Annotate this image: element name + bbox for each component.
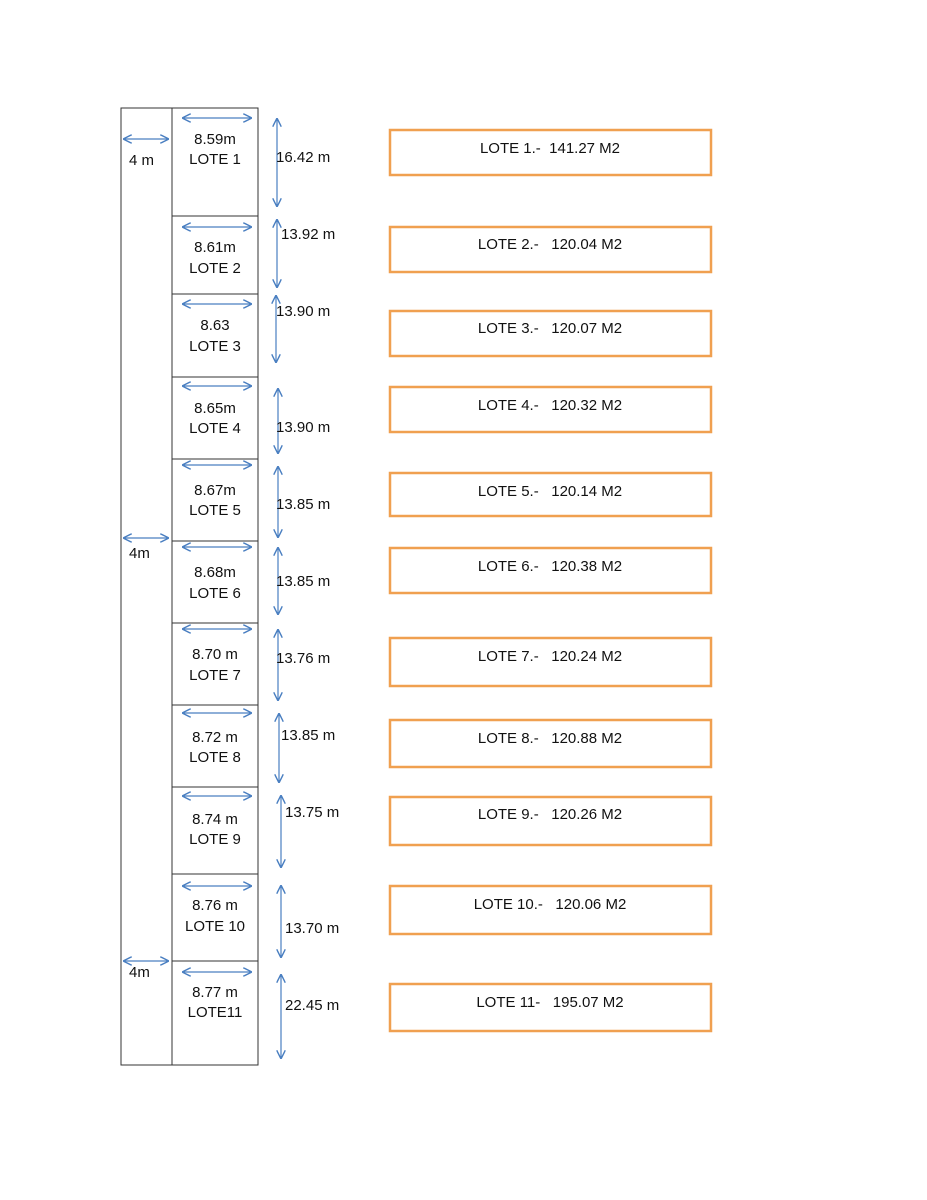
frontage-label: 8.70 m: [192, 646, 238, 663]
lot-label: LOTE 6: [189, 585, 241, 602]
area-box: [388, 128, 713, 177]
depth-label: 22.45 m: [285, 997, 339, 1014]
lot-label: LOTE 9: [189, 831, 241, 848]
lot-label: LOTE 2: [189, 260, 241, 277]
lot-8: 8.72 m LOTE 8 13.85 m LOTE 8.- 120.88 M2: [183, 713, 713, 782]
depth-label: 13.76 m: [276, 650, 330, 667]
lots-column: [171, 107, 259, 1066]
area-label: LOTE 8.- 120.88 M2: [478, 730, 622, 747]
lot-label: LOTE 1: [189, 151, 241, 168]
lot-5: 8.67m LOTE 5 13.85 m LOTE 5.- 120.14 M2: [183, 465, 713, 537]
lot-label: LOTE 8: [189, 749, 241, 766]
frontage-label: 8.63: [200, 317, 229, 334]
lot-label: LOTE 3: [189, 338, 241, 355]
lot-label: LOTE 5: [189, 502, 241, 519]
frontage-label: 8.59m: [194, 131, 236, 148]
depth-label: 13.70 m: [285, 920, 339, 937]
frontage-label: 8.65m: [194, 400, 236, 417]
lot-label: LOTE 10: [185, 918, 245, 935]
area-box: [388, 636, 713, 688]
lot-4: 8.65m LOTE 4 13.90 m LOTE 4.- 120.32 M2: [183, 385, 713, 453]
frontage-label: 8.67m: [194, 482, 236, 499]
lot-10: 8.76 m LOTE 10 13.70 m LOTE 10.- 120.06 …: [183, 884, 713, 957]
depth-label: 13.90 m: [276, 303, 330, 320]
depth-label: 13.90 m: [276, 419, 330, 436]
street-width-label: 4 m: [129, 152, 154, 169]
area-label: LOTE 10.- 120.06 M2: [474, 896, 627, 913]
area-label: LOTE 1.- 141.27 M2: [480, 140, 620, 157]
frontage-label: 8.77 m: [192, 984, 238, 1001]
lot-6: 8.68m LOTE 6 13.85 m LOTE 6.- 120.38 M2: [183, 546, 713, 614]
street-width-annotations: 4 m 4m 4m: [124, 139, 168, 981]
frontage-label: 8.68m: [194, 564, 236, 581]
street-width-label: 4m: [129, 545, 150, 562]
lot-9: 8.74 m LOTE 9 13.75 m LOTE 9.- 120.26 M2: [183, 795, 713, 867]
street-strip: [120, 107, 173, 1066]
area-box: [388, 884, 713, 936]
area-box: [388, 225, 713, 274]
lot-dividers: [172, 215, 258, 962]
lots-outline: [171, 107, 259, 1066]
lot-3: 8.63 LOTE 3 13.90 m LOTE 3.- 120.07 M2: [183, 296, 713, 362]
frontage-label: 8.76 m: [192, 897, 238, 914]
frontage-label: 8.72 m: [192, 729, 238, 746]
lot-label: LOTE 4: [189, 420, 241, 437]
lot-label: LOTE 7: [189, 667, 241, 684]
depth-label: 13.85 m: [276, 573, 330, 590]
area-box: [388, 982, 713, 1033]
area-label: LOTE 3.- 120.07 M2: [478, 320, 622, 337]
area-box: [388, 309, 713, 358]
area-label: LOTE 2.- 120.04 M2: [478, 236, 622, 253]
frontage-label: 8.74 m: [192, 811, 238, 828]
depth-label: 13.85 m: [281, 727, 335, 744]
street-width-label: 4m: [129, 964, 150, 981]
frontage-label: 8.61m: [194, 239, 236, 256]
area-label: LOTE 5.- 120.14 M2: [478, 483, 622, 500]
area-box: [388, 718, 713, 769]
area-label: LOTE 11- 195.07 M2: [476, 994, 623, 1011]
depth-label: 16.42 m: [276, 149, 330, 166]
area-label: LOTE 9.- 120.26 M2: [478, 806, 622, 823]
depth-label: 13.75 m: [285, 804, 339, 821]
depth-label: 13.85 m: [276, 496, 330, 513]
area-label: LOTE 4.- 120.32 M2: [478, 397, 622, 414]
area-label: LOTE 6.- 120.38 M2: [478, 558, 622, 575]
area-box: [388, 795, 713, 847]
area-box: [388, 546, 713, 595]
lot-2: 8.61m LOTE 2 13.92 m LOTE 2.- 120.04 M2: [183, 220, 713, 287]
depth-label: 13.92 m: [281, 226, 335, 243]
lot-7: 8.70 m LOTE 7 13.76 m LOTE 7.- 120.24 M2: [183, 629, 713, 700]
lot-label: LOTE11: [188, 1004, 243, 1021]
area-label: LOTE 7.- 120.24 M2: [478, 648, 622, 665]
lot-11: 8.77 m LOTE11 22.45 m LOTE 11- 195.07 M2: [183, 972, 713, 1058]
area-box: [388, 471, 713, 518]
lot-1: 8.59m LOTE 1 16.42 m LOTE 1.- 141.27 M2: [183, 118, 713, 206]
area-box: [388, 385, 713, 434]
